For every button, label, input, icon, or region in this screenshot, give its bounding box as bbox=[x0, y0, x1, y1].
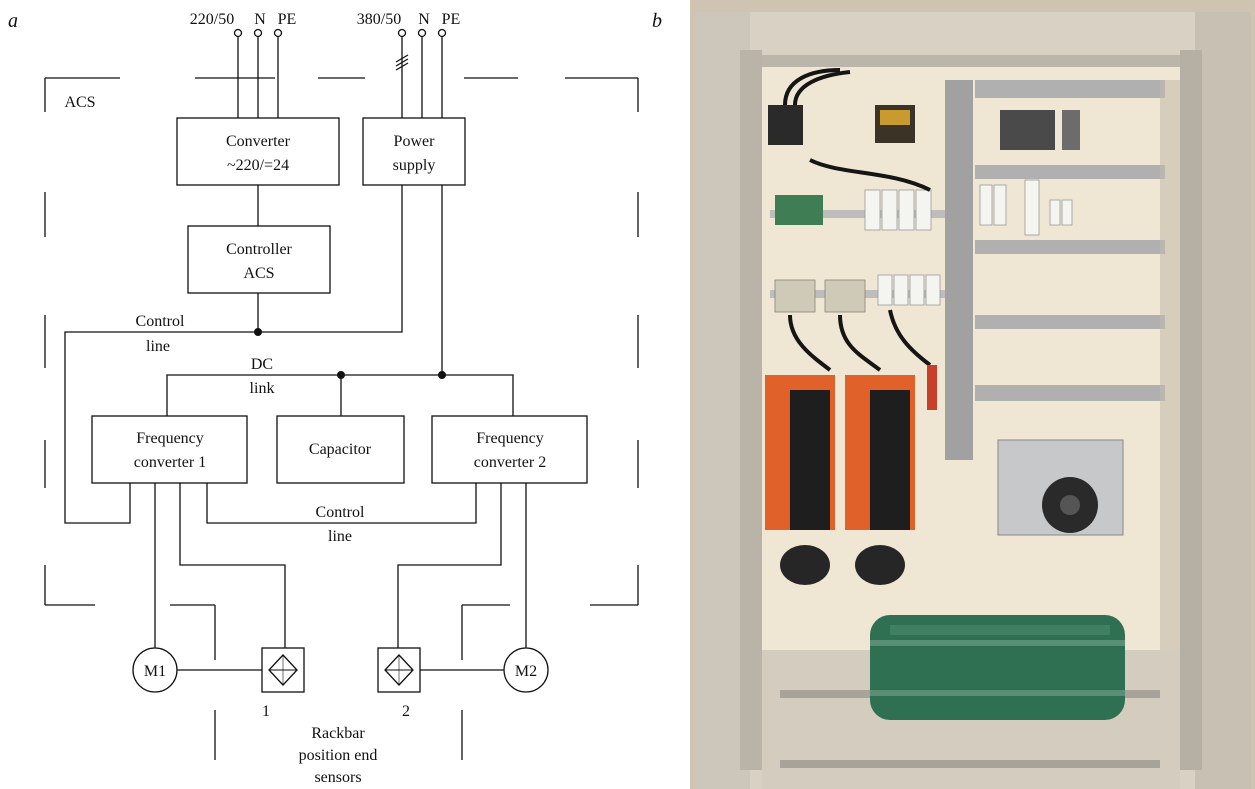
junction-dots bbox=[254, 328, 446, 379]
cabinet-photo bbox=[690, 0, 1255, 789]
controller-label-2: ACS bbox=[243, 265, 274, 282]
converter-label-1: Converter bbox=[226, 133, 291, 150]
acs-block-diagram: 220/50 N PE 380/50 N PE ACS Converter ~2… bbox=[0, 0, 690, 789]
terminal-n-right-label: N bbox=[418, 11, 430, 28]
terminal-pe-right-label: PE bbox=[442, 11, 461, 28]
terminal-220-label: 220/50 bbox=[190, 11, 234, 28]
control-line-bottom-label-2: line bbox=[328, 528, 352, 545]
terminal-circles bbox=[235, 30, 446, 37]
power-supply-label-1: Power bbox=[394, 133, 436, 150]
converter-block bbox=[177, 118, 339, 185]
power-supply-label-2: supply bbox=[393, 157, 436, 174]
control-line-top-label-1: Control bbox=[136, 313, 185, 330]
power-supply-block bbox=[363, 118, 465, 185]
control-line-bottom-label-1: Control bbox=[316, 504, 365, 521]
controller-block bbox=[188, 226, 330, 293]
sensors-caption-2: position end bbox=[299, 747, 378, 764]
controller-label-1: Controller bbox=[226, 241, 292, 258]
dc-link-label-2: link bbox=[250, 380, 275, 397]
capacitor-label: Capacitor bbox=[309, 441, 372, 458]
sensors-caption-3: sensors bbox=[314, 769, 361, 786]
motor-m2-label: M2 bbox=[515, 663, 537, 680]
terminal-pe-left-label: PE bbox=[278, 11, 297, 28]
terminal-n-left-label: N bbox=[254, 11, 266, 28]
freq-converter-2-block bbox=[432, 416, 587, 483]
terminal-380-label: 380/50 bbox=[357, 11, 401, 28]
dc-link-label-1: DC bbox=[251, 356, 273, 373]
fc2-label-2: converter 2 bbox=[474, 454, 546, 471]
acs-label: ACS bbox=[64, 94, 95, 111]
freq-converter-1-block bbox=[92, 416, 247, 483]
motor-m1-label: M1 bbox=[144, 663, 166, 680]
fc2-label-1: Frequency bbox=[476, 430, 544, 447]
control-line-top-label-2: line bbox=[146, 338, 170, 355]
sensor-1-number: 1 bbox=[262, 703, 270, 720]
fc1-label-1: Frequency bbox=[136, 430, 204, 447]
fc1-label-2: converter 1 bbox=[134, 454, 206, 471]
sensors-caption-1: Rackbar bbox=[311, 725, 365, 742]
acs-dashed-border bbox=[45, 78, 638, 760]
converter-label-2: ~220/=24 bbox=[227, 157, 289, 174]
sensor-2-number: 2 bbox=[402, 703, 410, 720]
